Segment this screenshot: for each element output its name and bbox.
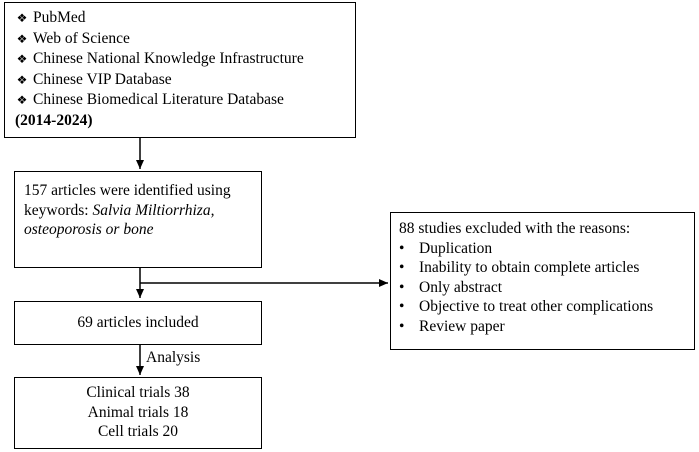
- source-item: ❖PubMed: [15, 8, 355, 29]
- diamond-bullet-icon: ❖: [16, 72, 28, 87]
- source-item: ❖Web of Science: [15, 29, 355, 50]
- source-years: (2014-2024): [15, 111, 93, 129]
- diamond-bullet-icon: ❖: [16, 31, 28, 46]
- analysis-label: Analysis: [146, 349, 201, 366]
- source-item: ❖Chinese Biomedical Literature Database: [15, 90, 355, 111]
- sources-box: ❖PubMed ❖Web of Science ❖Chinese Nationa…: [4, 2, 356, 138]
- excluded-reason: •Only abstract: [399, 278, 503, 296]
- identified-line-2: keywords: Salvia Miltiorrhiza,: [24, 201, 215, 219]
- results-box: Clinical trials 38 Animal trials 18 Cell…: [14, 377, 262, 449]
- results-line: Animal trials 18: [87, 403, 189, 421]
- bullet-icon: •: [399, 317, 405, 335]
- excluded-title: 88 studies excluded with the reasons:: [399, 220, 631, 237]
- diamond-bullet-icon: ❖: [16, 11, 28, 25]
- results-line: Clinical trials 38: [86, 384, 190, 401]
- source-item: ❖Chinese VIP Database: [15, 70, 355, 91]
- bullet-icon: •: [399, 259, 405, 276]
- diamond-bullet-icon: ❖: [16, 52, 28, 66]
- identified-line-1: 157 articles were identified using: [24, 182, 231, 199]
- bullet-icon: •: [399, 239, 405, 257]
- excluded-reason: •Review paper: [399, 317, 505, 335]
- identified-box: 157 articles were identified using keywo…: [14, 171, 262, 268]
- bullet-icon: •: [399, 298, 405, 315]
- results-line: Cell trials 20: [97, 423, 179, 440]
- excluded-reason: •Objective to treat other complications: [399, 298, 654, 315]
- diamond-bullet-icon: ❖: [16, 93, 28, 107]
- source-item: ❖Chinese National Knowledge Infrastructu…: [15, 49, 355, 70]
- included-box: 69 articles included: [14, 301, 262, 345]
- bullet-icon: •: [399, 278, 405, 296]
- excluded-reason: •Inability to obtain complete articles: [399, 259, 640, 276]
- included-text: 69 articles included: [77, 314, 199, 331]
- excluded-box: 88 studies excluded with the reasons: •D…: [390, 212, 695, 350]
- identified-line-3: osteoporosis or bone: [24, 221, 154, 238]
- excluded-reason: •Duplication: [399, 239, 493, 257]
